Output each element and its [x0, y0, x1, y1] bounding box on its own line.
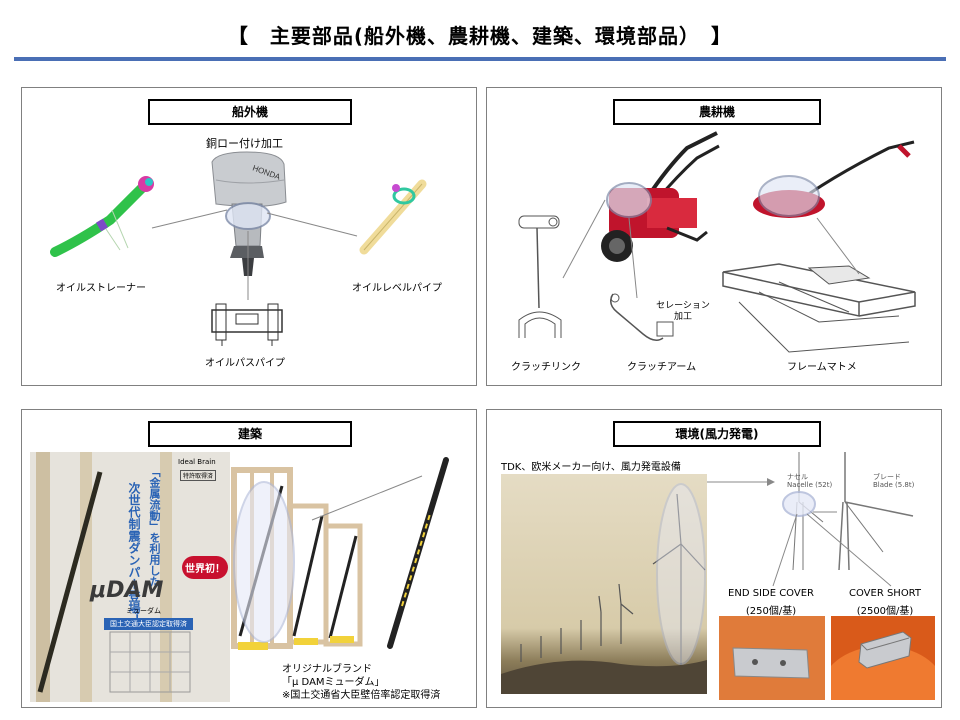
leader-line-building	[311, 475, 423, 521]
wind-turbines-art	[501, 483, 707, 694]
label-brazing: 銅ロー付け加工	[206, 137, 283, 150]
panel-agri: 農耕機 クラッチリンク クラッチアーム セレーション 加工	[486, 87, 942, 386]
end-side-cover-photo	[719, 616, 825, 700]
frame-assembly-image	[722, 263, 916, 353]
poster-product-kana: ミューダム	[126, 607, 161, 615]
label-level-pipe: オイルレベルパイプ	[352, 283, 442, 294]
arrow-to-diagram	[707, 478, 775, 486]
label-brand-3: ※国土交通省大臣壁倍率認定取得済	[282, 690, 441, 701]
label-cover-short: COVER SHORT	[848, 588, 922, 599]
diagram-blade-1: ブレード	[873, 473, 901, 481]
leader-lines-agri	[562, 199, 860, 299]
label-clutch-link: クラッチリンク	[511, 362, 581, 373]
panel-title-outboard: 船外機	[148, 99, 352, 125]
poster-cert-banner: 国土交通大臣認定取得済	[104, 618, 193, 630]
label-end-cover-qty: (250個/基)	[745, 606, 797, 617]
turbine-diagram	[782, 452, 914, 571]
damper-poster: Ideal Brain 特許取得済 「金属流動」を利用した 次世代制震ダンパー登…	[30, 452, 230, 702]
diagram-nacelle-2: Nacelle (52t)	[787, 481, 833, 489]
label-pass-pipe: オイルパスパイプ	[205, 358, 285, 369]
oil-pass-pipe-image	[211, 303, 283, 346]
panel-environment: 環境(風力発電) TDK、欧米メーカー向け、風力発電設備	[486, 409, 942, 708]
panel-title-environment: 環境(風力発電)	[613, 421, 821, 447]
label-frame: フレームマトメ	[787, 362, 857, 373]
page-title: 【 主要部品(船外機、農耕機、建築、環境部品） 】	[227, 24, 733, 48]
panel-outboard: 船外機 銅ロー付け加工 HONDA オイルストレーナー オイルレベルパイプ オイ…	[21, 87, 477, 386]
clutch-link-image	[518, 215, 562, 338]
wind-farm-photo	[501, 474, 707, 694]
end-side-cover-art	[732, 647, 810, 679]
poster-frame-art	[36, 452, 191, 702]
poster-headline-1: 「金属流動」を利用した	[148, 466, 161, 587]
poster-product: μDAM	[90, 578, 164, 603]
label-brand-2: 「μ DAMミューダム」	[282, 677, 385, 688]
damper-rod-image	[387, 457, 449, 649]
poster-headline-2: 次世代制震ダンパー登場！	[127, 482, 141, 626]
label-cover-short-qty: (2500個/基)	[856, 606, 914, 617]
diagram-nacelle-1: ナセル	[787, 473, 808, 481]
panel-title-building: 建築	[148, 421, 352, 447]
oil-level-pipe-image	[359, 179, 427, 255]
label-end-cover: END SIDE COVER	[728, 588, 814, 599]
poster-badge: 特許取得済	[180, 470, 217, 481]
label-serration-2: 加工	[673, 312, 692, 322]
leader-lines-environment	[772, 513, 892, 587]
cover-short-photo	[831, 616, 935, 700]
label-serration-1: セレーション	[656, 301, 710, 311]
cover-short-art	[831, 631, 935, 700]
label-brand-1: オリジナルブランド	[282, 664, 372, 675]
clutch-arm-image	[610, 293, 674, 341]
panel-title-agri: 農耕機	[613, 99, 821, 125]
tiller-image	[601, 131, 720, 262]
mower-image	[753, 140, 915, 218]
label-clutch-arm: クラッチアーム	[627, 362, 697, 373]
wall-frames-image	[231, 467, 363, 650]
leader-lines-outboard	[151, 209, 358, 300]
label-strainer: オイルストレーナー	[56, 283, 146, 294]
diagram-blade-2: Blade (5.8t)	[873, 481, 915, 489]
oil-strainer-image	[50, 176, 154, 257]
poster-world-first: 世界初！	[182, 556, 228, 579]
panel-building: 建築 Ideal Brain 特許取得済 「金属流動」を利用した 次世代制震ダン…	[21, 409, 477, 708]
label-caption: TDK、欧米メーカー向け、風力発電設備	[501, 462, 681, 473]
title-underline	[14, 57, 946, 61]
poster-logo: Ideal Brain	[178, 458, 216, 466]
